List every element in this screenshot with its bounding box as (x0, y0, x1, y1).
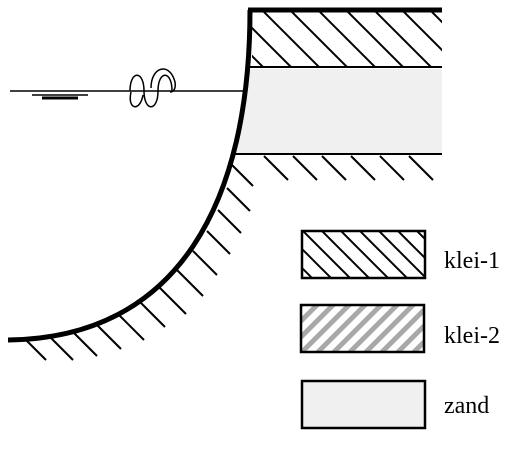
water-level-symbol (32, 94, 88, 100)
soil-boundary-hatching (23, 164, 254, 361)
wave-icon (129, 68, 176, 108)
legend-label-zand: zand (444, 393, 490, 419)
clay-1-layer (248, 7, 442, 68)
legend (299, 229, 427, 430)
legend-label-klei-1: klei-1 (444, 248, 500, 274)
wave-icon (129, 74, 173, 108)
legend-label-klei-2: klei-2 (444, 323, 500, 349)
legend-swatch-klei-1 (300, 229, 427, 280)
sand-layer (233, 69, 442, 155)
legend-swatch-zand (300, 379, 427, 430)
slope-profile-line (7, 9, 253, 343)
legend-swatch-klei-2 (299, 303, 426, 354)
lower-layer-hatching (263, 155, 434, 181)
